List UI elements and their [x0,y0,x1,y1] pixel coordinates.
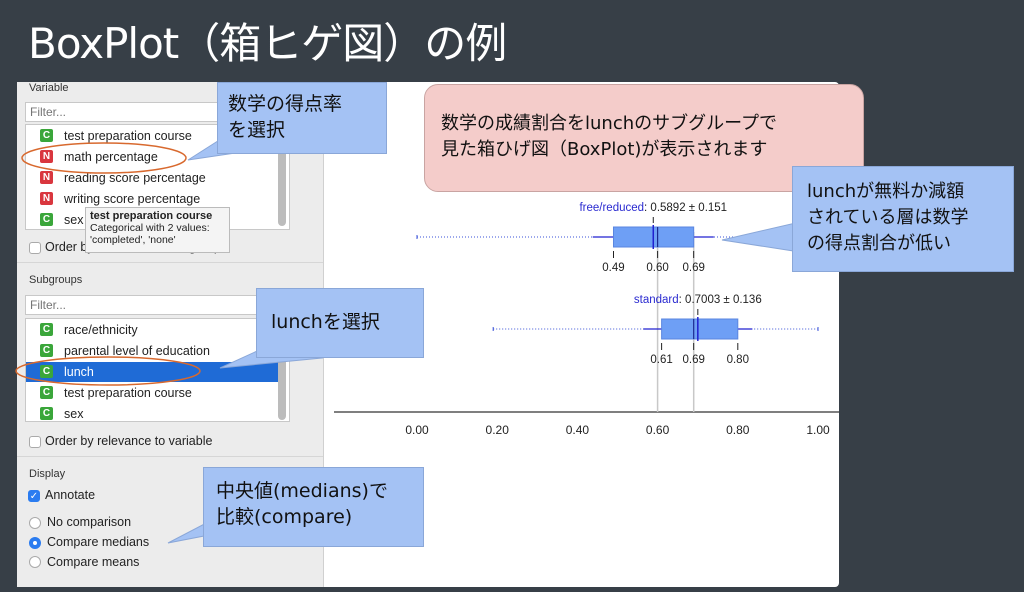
x-tick-label: 0.20 [486,423,510,437]
quartile-label: 0.80 [727,354,749,366]
group-label: standard: 0.7003 ± 0.136 [634,294,762,306]
no-comparison-label: No comparison [47,515,132,529]
variable-list-scrollbar[interactable] [278,126,286,226]
compare-medians-label: Compare medians [47,535,150,549]
variable-item-reading-score[interactable]: N reading score percentage [26,168,278,188]
divider [17,456,323,457]
numeric-icon: N [40,150,53,163]
variable-section-label: Variable [29,82,69,94]
quartile-label: 0.69 [682,354,704,366]
iqr-box [661,318,739,340]
annotate-checkbox[interactable]: ✓ [28,490,40,502]
x-tick-label: 1.00 [806,423,830,437]
compare-means-label: Compare means [47,555,140,569]
subgroups-list-scrollbar[interactable] [278,320,286,420]
quartile-label: 0.61 [650,354,672,366]
subgroups-list[interactable]: C race/ethnicity C parental level of edu… [25,318,290,422]
subgroup-item-sex[interactable]: C sex [26,404,278,424]
right-callout-line3: の得点割合が低い [807,233,951,254]
categorical-icon: C [40,129,53,142]
compare-means-radio[interactable] [29,556,41,568]
categorical-icon: C [40,323,53,336]
median-callout-line1: 中央値(medians)で [216,480,388,502]
categorical-icon: C [40,386,53,399]
no-comparison-radio[interactable] [29,517,41,529]
x-tick-label: 0.80 [726,423,750,437]
numeric-icon: N [40,171,53,184]
median-callout: 中央値(medians)で 比較(compare) [203,467,424,547]
top-callout-line1: 数学の成績割合をlunchのサブグループで [441,113,778,134]
quartile-label: 0.60 [646,262,668,274]
display-section-label: Display [29,468,66,480]
math-callout: 数学の得点率 を選択 [217,82,387,154]
order-by-variable-checkbox[interactable] [29,436,41,448]
categorical-icon: C [40,407,53,420]
tooltip-title: test preparation course [90,210,213,222]
compare-medians-radio[interactable] [29,537,41,549]
math-callout-line2: を選択 [228,119,286,141]
slide-title: BoxPlot（箱ヒゲ図）の例 [28,19,507,68]
categorical-icon: C [40,213,53,226]
math-callout-line1: 数学の得点率 [228,93,343,115]
variable-item-test-preparation-course[interactable]: C test preparation course [26,126,278,146]
top-callout: 数学の成績割合をlunchのサブグループで 見た箱ひげ図（BoxPlot)が表示… [424,84,864,192]
divider [17,262,323,263]
tooltip-line2: 'completed', 'none' [90,234,176,246]
group-label: free/reduced: 0.5892 ± 0.151 [579,202,727,214]
lunch-callout: lunchを選択 [256,288,424,358]
subgroup-item-parental-education[interactable]: C parental level of education [26,341,278,361]
categorical-icon: C [40,365,53,378]
order-by-variable-label: Order by relevance to variable [45,434,213,448]
right-callout-line2: されている層は数学 [807,207,969,228]
right-callout-line1: lunchが無料か減額 [807,181,965,202]
order-by-subgroups-checkbox[interactable] [29,242,41,254]
subgroups-filter-input[interactable] [25,295,281,315]
numeric-icon: N [40,192,53,205]
x-tick-label: 0.40 [566,423,590,437]
median-callout-line2: 比較(compare) [216,506,353,528]
x-tick-label: 0.60 [646,423,670,437]
subgroup-item-test-preparation[interactable]: C test preparation course [26,383,278,403]
boxplot-chart: 0.00 0.20 0.40 0.60 0.80 1.00 free/reduced: 0.… [334,202,839,437]
quartile-label: 0.69 [682,262,704,274]
quartile-label: 0.49 [602,262,624,274]
variable-item-writing-score[interactable]: N writing score percentage [26,189,278,209]
annotate-label: Annotate [45,488,96,502]
top-callout-line2: 見た箱ひげ図（BoxPlot)が表示されます [441,139,768,160]
subgroup-item-race-ethnicity[interactable]: C race/ethnicity [26,320,278,340]
categorical-icon: C [40,344,53,357]
right-callout: lunchが無料か減額 されている層は数学 の得点割合が低い [792,166,1014,272]
tooltip-line1: Categorical with 2 values: [90,222,210,234]
subgroup-item-lunch[interactable]: C lunch [26,362,278,382]
variable-item-sex[interactable]: C sex [26,210,278,230]
subgroups-section-label: Subgroups [29,274,83,286]
variable-tooltip: test preparation course Categorical with… [85,207,230,253]
x-tick-label: 0.00 [405,423,429,437]
